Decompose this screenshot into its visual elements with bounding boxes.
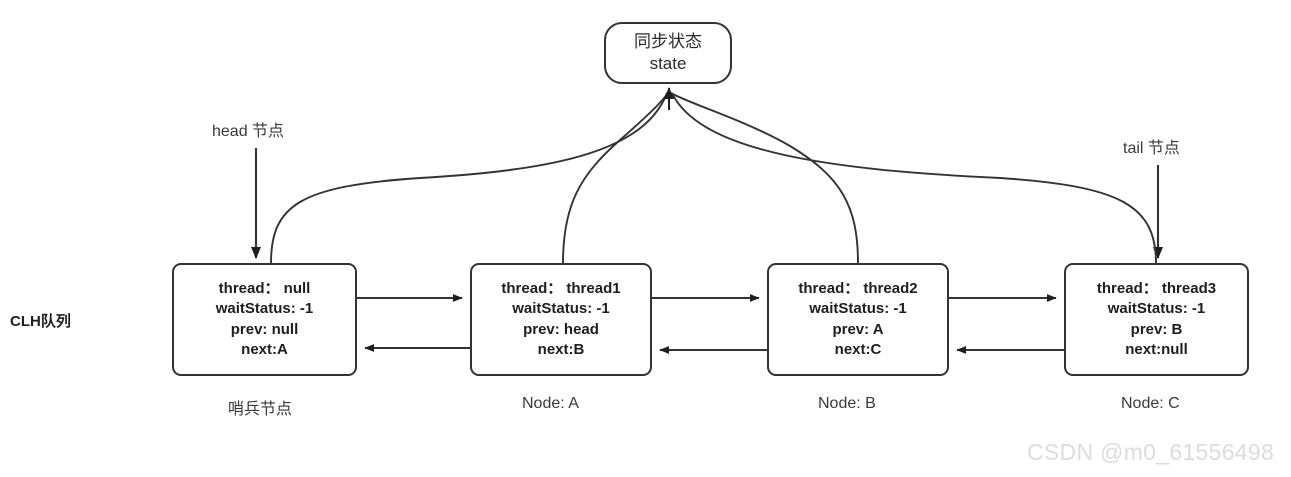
node-caption-sentinel: 哨兵节点: [228, 401, 293, 418]
node-prev-field: prev: A: [832, 320, 884, 338]
clh-node-b: thread： thread2 waitStatus: -1 prev: A n…: [767, 263, 949, 376]
link-node2-node3: [949, 294, 1064, 354]
clh-node-c: thread： thread3 waitStatus: -1 prev: B n…: [1064, 263, 1249, 376]
node-thread-field: thread： thread2: [798, 279, 918, 297]
node-caption-b: Node: B: [818, 395, 876, 412]
node-waitstatus-field: waitStatus: -1: [1107, 300, 1206, 317]
clh-node-a: thread： thread1 waitStatus: -1 prev: hea…: [470, 263, 652, 376]
node-thread-field: thread： thread3: [1096, 279, 1217, 297]
node-prev-field: prev: B: [1130, 320, 1183, 338]
clh-node-sentinel: thread： null waitStatus: -1 prev: null n…: [172, 263, 357, 376]
node-thread-field: thread： null: [218, 279, 311, 297]
node-prev-field: prev: head: [523, 320, 599, 338]
state-reference-curves: [270, 87, 1157, 264]
node-caption-a: Node: A: [522, 395, 579, 412]
state-label-cn: 同步状态: [634, 32, 702, 51]
node-prev-field: prev: null: [230, 320, 299, 338]
node-waitstatus-field: waitStatus: -1: [512, 300, 610, 317]
state-label-en: state: [649, 54, 687, 73]
head-pointer-label: head 节点: [212, 123, 285, 140]
node-next-field: next:null: [1125, 341, 1188, 358]
node-thread-field: thread： thread1: [501, 279, 621, 297]
node-next-field: next:C: [834, 341, 882, 358]
node-next-field: next:A: [241, 341, 288, 358]
clh-queue-label: CLH队列: [10, 313, 71, 330]
node-waitstatus-field: waitStatus: -1: [809, 300, 907, 317]
link-node1-node2: [652, 294, 767, 354]
state-box: 同步状态 state: [604, 22, 732, 84]
link-node0-node1: [357, 294, 470, 352]
node-next-field: next:B: [537, 341, 585, 358]
node-waitstatus-field: waitStatus: -1: [215, 300, 314, 317]
node-caption-c: Node: C: [1121, 395, 1180, 412]
tail-pointer-label: tail 节点: [1123, 140, 1180, 157]
watermark: CSDN @m0_61556498: [1027, 439, 1275, 465]
